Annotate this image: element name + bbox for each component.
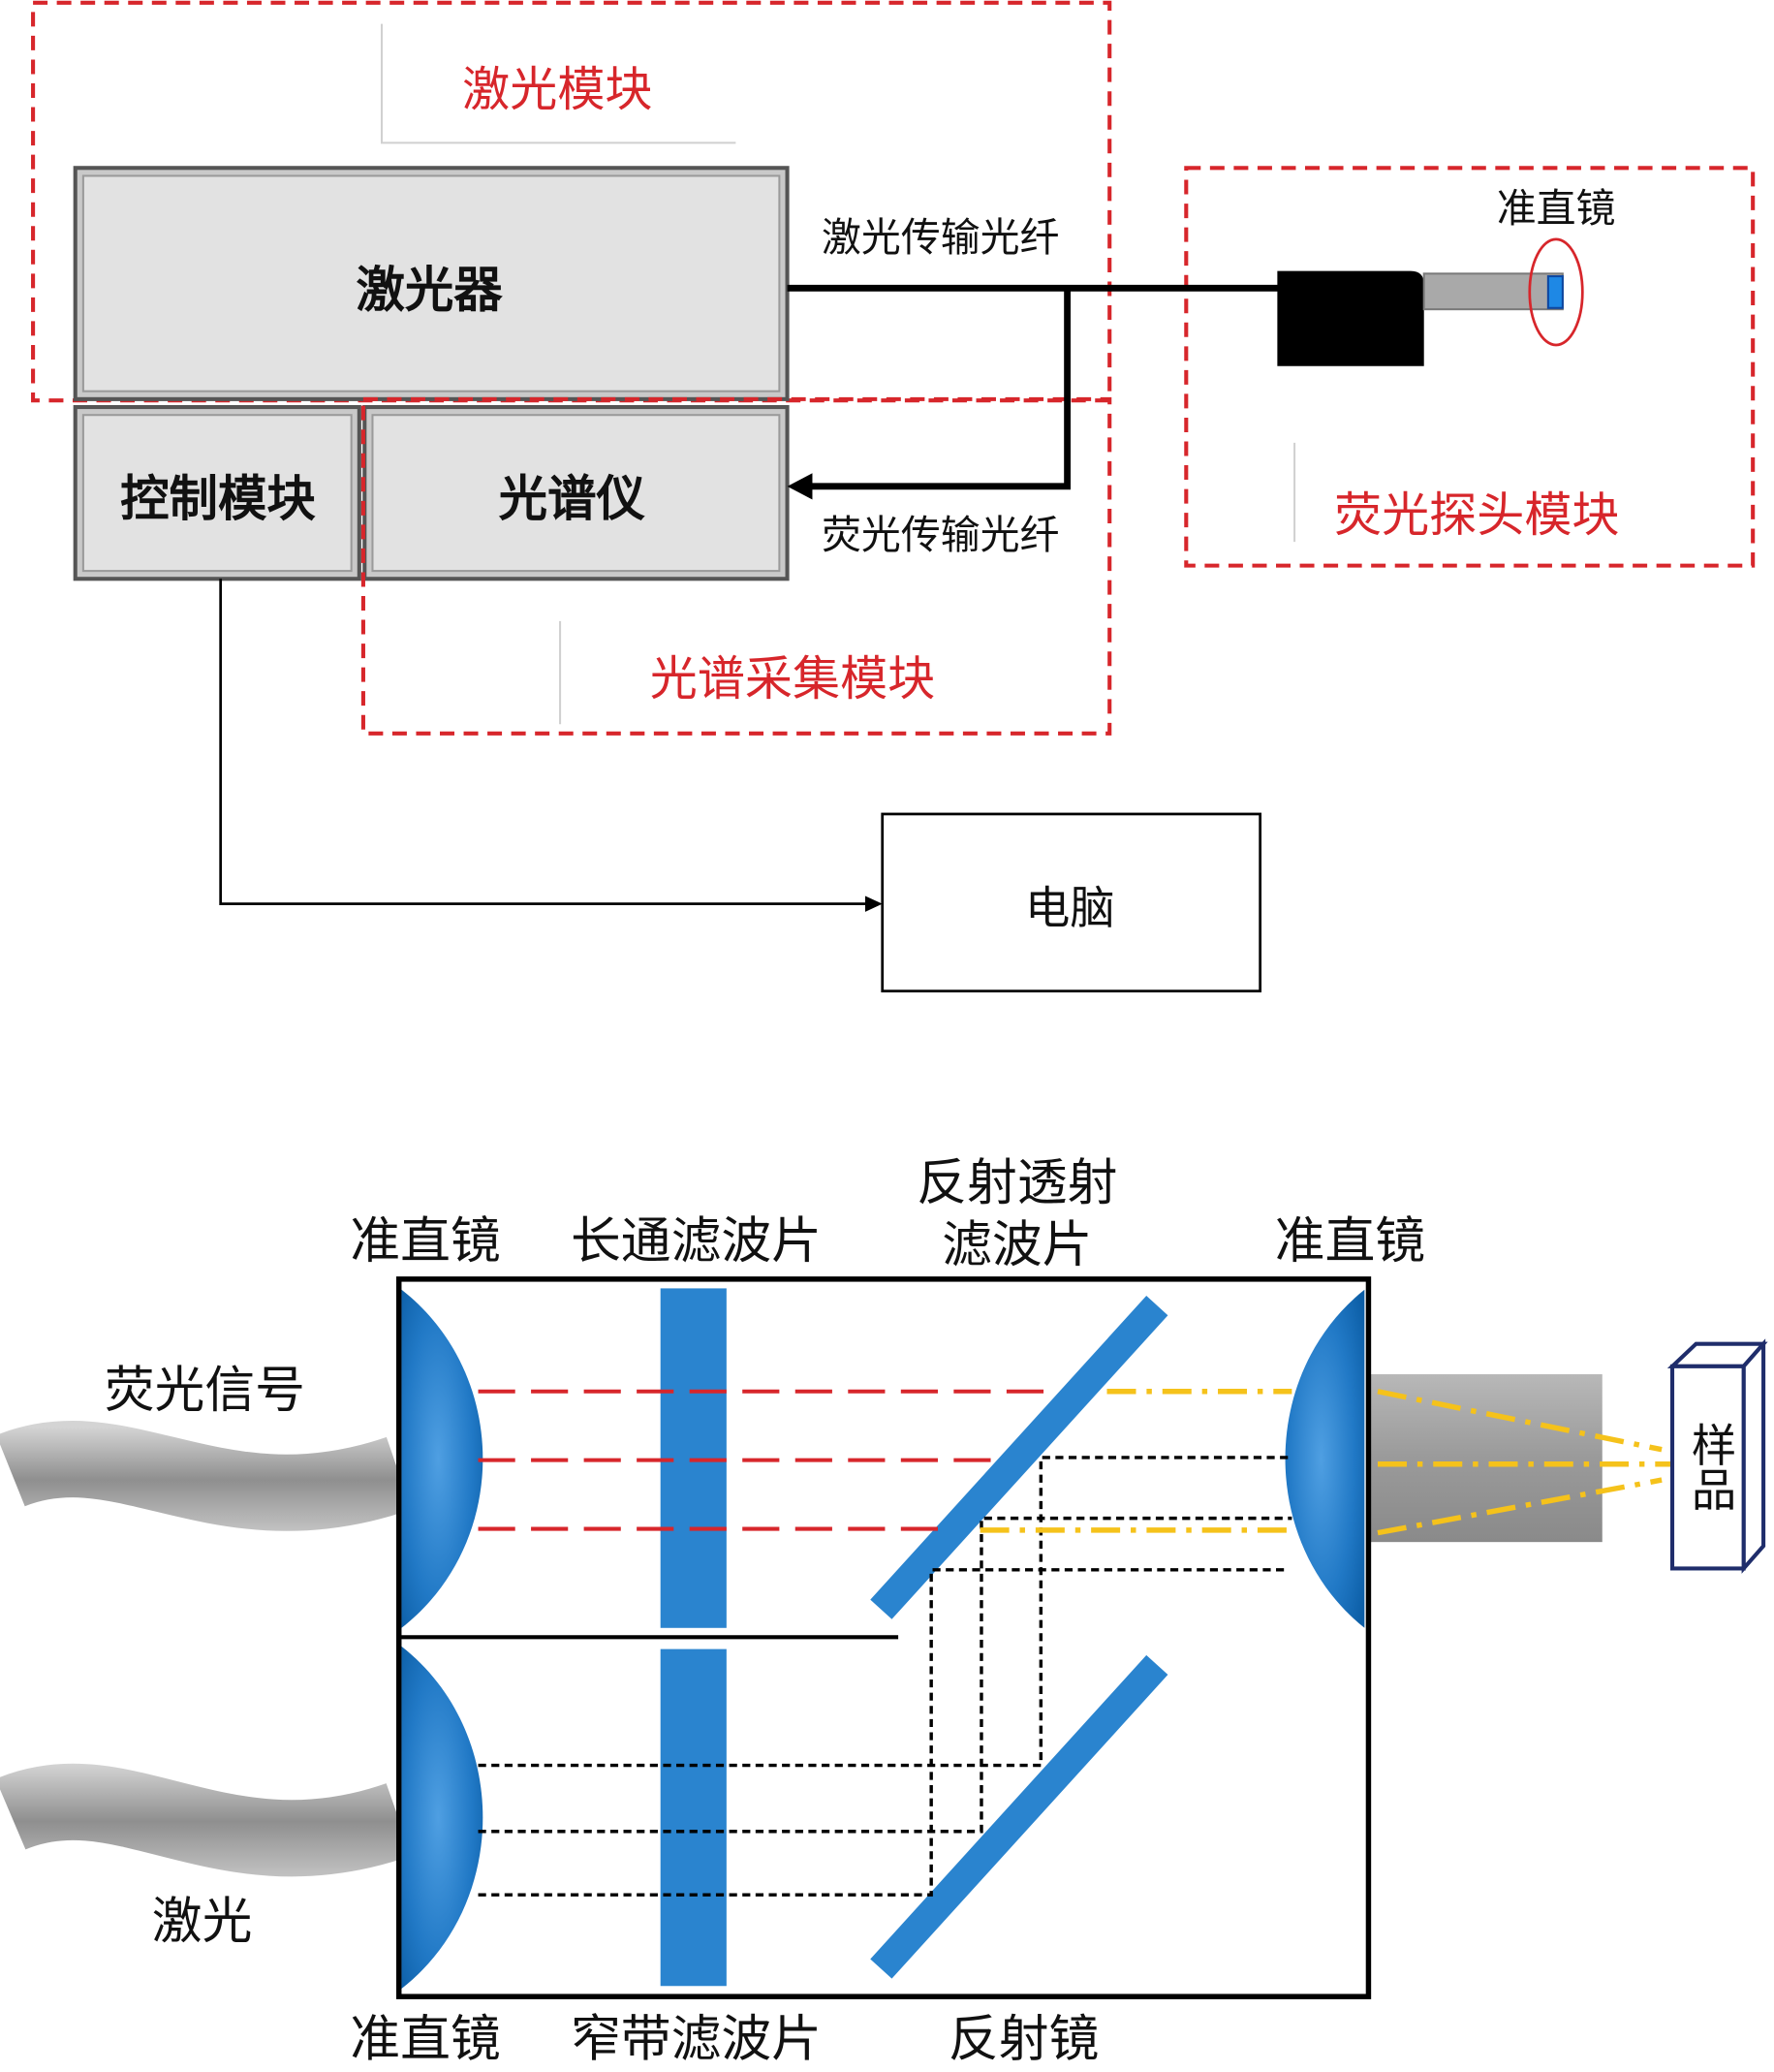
laser-box-inner <box>81 174 781 392</box>
laser-fiber-label: 激光传输光纤 <box>822 214 1059 261</box>
spectrum-module-region: 光谱采集模块 <box>360 396 1112 736</box>
sample-label: 样品 <box>1685 1422 1737 1512</box>
dichroic-beamsplitter-filter <box>870 1296 1168 1619</box>
narrowband-filter <box>660 1648 727 1987</box>
computer-label: 电脑 <box>1025 882 1115 934</box>
laser-beam-1 <box>478 1456 1292 1768</box>
collimator-highlight-ellipse <box>1528 237 1584 347</box>
narrowband-filter-label: 窄带滤波片 <box>571 2011 822 2069</box>
mirror-label: 反射镜 <box>949 2011 1099 2069</box>
laser-module-label: 激光模块 <box>462 61 652 117</box>
reflection-mirror <box>870 1654 1168 1979</box>
spectrometer-inner <box>371 414 781 573</box>
control-module-label: 控制模块 <box>120 470 316 527</box>
computer-connection <box>219 579 883 912</box>
collimator-lens-right <box>1285 1289 1365 1628</box>
computer-connection-arrowhead <box>865 895 883 912</box>
emission-beam-paths <box>980 1389 1681 1536</box>
fluorescence-beam-paths <box>478 1389 1046 1531</box>
collimator-right-label: 准直镜 <box>1275 1212 1425 1271</box>
sample-side-face <box>1741 1338 1766 1574</box>
beamsplitter-label-line2: 滤波片 <box>942 1216 1092 1274</box>
top-system-diagram: 激光模块 激光器 控制模块 光谱仪 光谱采集模块 <box>31 0 1756 993</box>
spectrum-module-border <box>360 396 1112 736</box>
laser-fiber: 激光传输光纤 <box>787 214 1281 292</box>
spectrum-module-label: 光谱采集模块 <box>650 650 935 706</box>
probe-output-tube <box>1368 1374 1603 1543</box>
laser-box: 激光器 <box>73 166 790 401</box>
probe-module-border <box>1184 166 1756 568</box>
collimator-bottom-left-label: 准直镜 <box>350 2011 500 2069</box>
sample-block: 样品 <box>1666 1338 1768 1574</box>
laser-module-label-frame <box>380 23 736 144</box>
beamsplitter-label-line1: 反射透射 <box>917 1154 1117 1212</box>
probe-head: 准直镜 <box>1277 185 1615 366</box>
longpass-filter-label: 长通滤波片 <box>571 1212 822 1271</box>
fluorescence-fiber-label: 荧光传输光纤 <box>822 512 1059 558</box>
probe-body <box>1277 270 1424 366</box>
emission-beam-lower-tube <box>1377 1477 1663 1536</box>
fluorescence-fiber-arrowhead <box>787 473 813 500</box>
laser-label: 激光器 <box>356 261 503 318</box>
control-module-box: 控制模块 <box>73 404 361 581</box>
computer-connection-line <box>219 579 870 906</box>
fluorescence-fiber: 荧光传输光纤 <box>787 285 1072 558</box>
computer-box: 电脑 <box>881 812 1262 993</box>
emission-beam-upper-tube <box>1377 1389 1663 1453</box>
probe-module-label: 荧光探头模块 <box>1334 487 1619 543</box>
collimator-lens-bottom-left <box>401 1646 483 1989</box>
fluorescence-fiber-line <box>808 285 1072 490</box>
fluorescence-signal-label: 荧光信号 <box>105 1362 305 1420</box>
spectrometer-label: 光谱仪 <box>499 470 646 527</box>
laser-input-fiber <box>0 1763 412 1877</box>
laser-beam-paths <box>478 1456 1292 1897</box>
probe-collimator-lens <box>1546 275 1564 309</box>
laser-beam-2 <box>478 1516 1292 1834</box>
probe-barrel <box>1422 272 1564 311</box>
spectrometer-box: 光谱仪 <box>362 404 790 581</box>
computer-box-border <box>881 812 1262 993</box>
collimator-top-left-label: 准直镜 <box>350 1212 500 1271</box>
collimator-lens-top-left <box>401 1289 483 1628</box>
probe-module-region: 荧光探头模块 <box>1184 166 1756 568</box>
control-module-inner <box>81 414 353 573</box>
laser-input-label: 激光 <box>152 1893 253 1951</box>
fluorescence-signal-fiber <box>0 1421 412 1531</box>
probe-optics-diagram: 样品 准直镜 长通滤波片 反射透射 滤波片 准直镜 荧光信号 激光 准直镜 窄带… <box>0 1154 1768 2069</box>
probe-collimator-label: 准直镜 <box>1497 185 1616 232</box>
laser-beam-3 <box>478 1568 1289 1897</box>
laser-module-region: 激光模块 <box>31 0 1112 403</box>
sample-front-face <box>1669 1364 1746 1571</box>
